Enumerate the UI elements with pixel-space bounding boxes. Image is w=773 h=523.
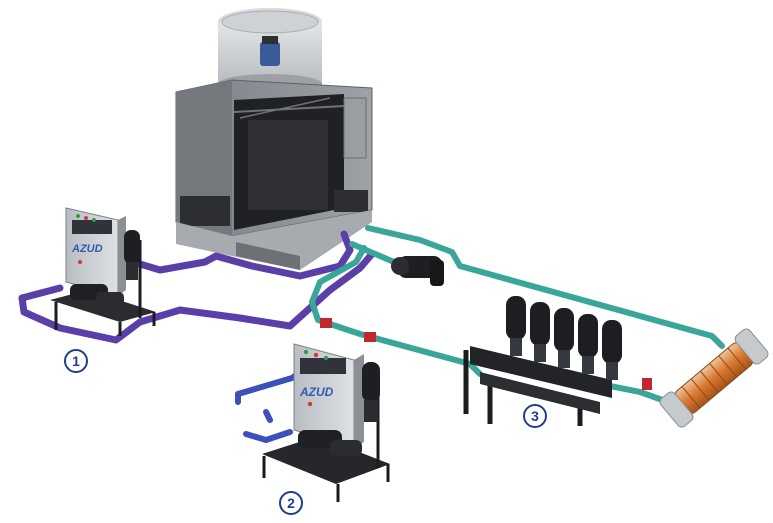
cooling-tower-icon — [175, 8, 373, 270]
marker-1-label: 1 — [72, 353, 80, 369]
valve-icon — [320, 318, 652, 390]
marker-3-label: 3 — [531, 408, 539, 424]
marker-1: 1 — [64, 349, 88, 373]
brand-label: AZUD — [71, 243, 103, 255]
filter-skid-icon — [50, 207, 156, 336]
teal-loop-pipes — [309, 225, 725, 405]
marker-2-label: 2 — [287, 495, 295, 511]
heat-exchanger-icon — [659, 328, 769, 428]
brand-label: AZUD — [299, 385, 334, 399]
secondary-loop-pipes — [235, 369, 303, 443]
pump-icon — [391, 256, 444, 286]
primary-loop-pipes — [18, 230, 376, 344]
marker-3: 3 — [523, 404, 547, 428]
filter-skid-icon — [262, 343, 390, 502]
marker-2: 2 — [279, 491, 303, 515]
filter-skid-icon — [463, 296, 622, 426]
